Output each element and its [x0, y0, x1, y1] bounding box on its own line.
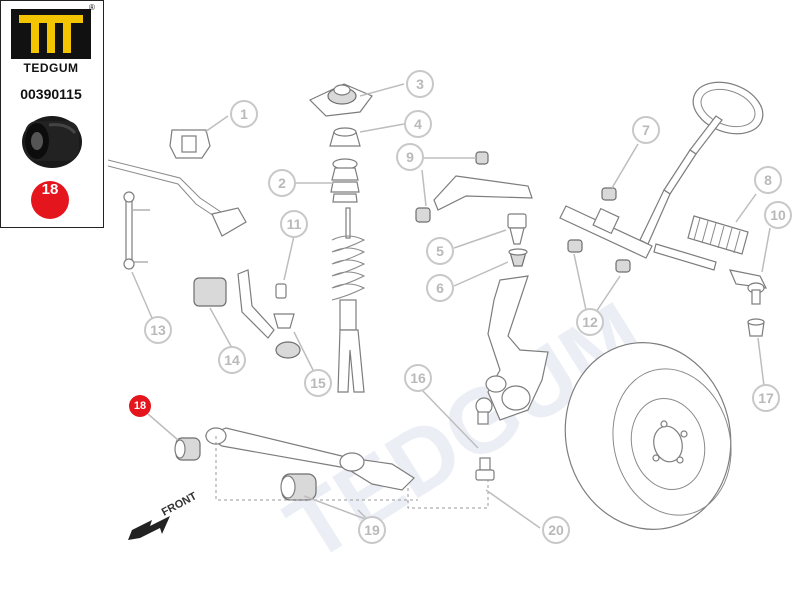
callout-13: 13 [144, 316, 172, 344]
leader-lines [131, 83, 771, 529]
upper-ball-joint [507, 213, 527, 245]
callout-10: 10 [764, 201, 792, 229]
svg-text:3: 3 [416, 76, 424, 92]
callout-14: 14 [218, 346, 246, 374]
callout-3: 3 [406, 70, 434, 98]
callout-4: 4 [404, 110, 432, 138]
steering-rack [559, 205, 717, 271]
callout-12: 12 [576, 308, 604, 336]
registered-mark: ® [89, 3, 95, 12]
front-label: FRONT [160, 490, 199, 519]
top-mount [308, 83, 373, 117]
svg-text:19: 19 [364, 522, 380, 538]
rack-boot [687, 215, 749, 255]
part-info-card: ® TEDGUM 00390115 18 [0, 0, 104, 228]
svg-text:11: 11 [287, 216, 302, 232]
svg-text:18: 18 [134, 400, 146, 412]
callout-8: 8 [754, 166, 782, 194]
steering-column [639, 81, 764, 245]
lower-arm-rear-bushing [280, 473, 317, 501]
bar-bushing [169, 129, 211, 159]
stabilizer-bar [107, 159, 247, 237]
front-direction-arrow: FRONT [128, 490, 199, 540]
dust-boot [330, 158, 360, 203]
tedgum-logo [11, 9, 91, 59]
callout-18-highlight: 18 [129, 395, 151, 417]
reference-line-right [407, 480, 489, 509]
callout-20: 20 [542, 516, 570, 544]
svg-text:10: 10 [770, 207, 786, 223]
part-number: 00390115 [20, 86, 82, 102]
callout-5: 5 [426, 237, 454, 265]
svg-text:6: 6 [436, 280, 444, 296]
callout-16: 16 [404, 364, 432, 392]
callout-1: 1 [230, 100, 258, 128]
callout-9: 9 [396, 143, 424, 171]
svg-text:17: 17 [758, 390, 774, 406]
svg-text:1: 1 [240, 106, 248, 122]
callout-17: 17 [752, 384, 780, 412]
svg-text:4: 4 [414, 116, 422, 132]
leader-18 [147, 413, 179, 441]
tie-rod-boot [747, 318, 765, 337]
svg-text:2: 2 [278, 175, 286, 191]
svg-text:16: 16 [410, 370, 426, 386]
callout-19: 19 [358, 516, 386, 544]
callout-15: 15 [304, 369, 332, 397]
svg-text:8: 8 [764, 172, 772, 188]
reference-line-left [215, 436, 418, 501]
svg-text:20: 20 [548, 522, 564, 538]
callout-2: 2 [268, 169, 296, 197]
bump-stop [329, 127, 361, 147]
ball-joint-boot [508, 248, 528, 267]
svg-text:13: 13 [150, 322, 166, 338]
lower-arm-front-bushing [174, 437, 201, 461]
svg-text:5: 5 [436, 243, 444, 259]
strut-bushings [273, 283, 301, 359]
shock-absorber [331, 207, 366, 393]
brand-name: TEDGUM [23, 61, 79, 75]
svg-text:9: 9 [406, 149, 414, 165]
position-badge: 18 [31, 181, 69, 219]
steering-knuckle [485, 275, 549, 421]
wheel [564, 342, 732, 530]
stabilizer-link [123, 191, 150, 270]
upper-control-arm [415, 151, 533, 223]
rack-bushings [567, 187, 631, 273]
svg-text:7: 7 [642, 122, 650, 138]
svg-text:12: 12 [582, 314, 598, 330]
svg-text:14: 14 [224, 352, 240, 368]
lower-ball-joint [475, 397, 495, 481]
radius-arm [193, 269, 275, 339]
callout-11: 11 [280, 210, 308, 238]
callout-6: 6 [426, 274, 454, 302]
bushing-photo [22, 116, 82, 168]
tie-rod-end [728, 269, 768, 305]
callout-7: 7 [632, 116, 660, 144]
svg-text:15: 15 [310, 375, 326, 391]
